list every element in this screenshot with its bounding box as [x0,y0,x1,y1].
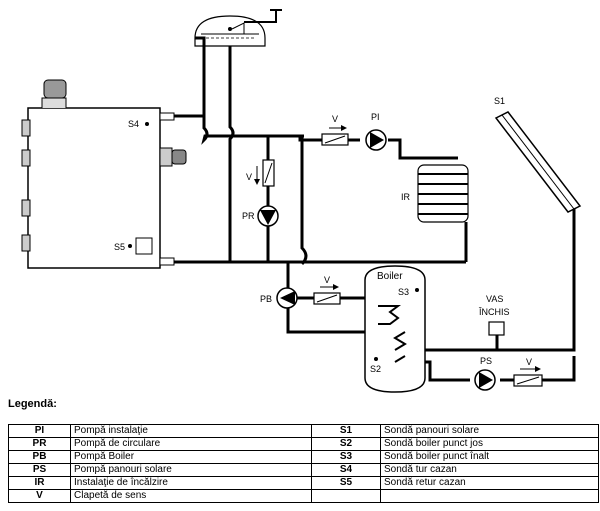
legend-cell-d2 [380,489,599,503]
label-ir: IR [401,192,411,202]
legend-cell-c2: S5 [311,476,381,490]
legend-cell-c2: S3 [311,450,381,464]
legend-cell-c1: PB [8,450,71,464]
legend-cell-c1: V [8,489,71,503]
label-v-ps: V [526,357,532,367]
label-s2: S2 [370,364,381,374]
label-boiler: Boiler [377,271,403,282]
legend-cell-c2: S2 [311,437,381,451]
heating-system-diagram: S4 S5 [21,9,582,393]
radiator [417,164,469,223]
label-s1: S1 [494,96,505,106]
label-pi: PI [371,112,380,122]
furnace [21,79,187,269]
legend-cell-d1: Pompă panouri solare [70,463,312,477]
label-pr: PR [242,211,255,221]
legend-cell-c1: PR [8,437,71,451]
legend-cell-d1: Pompă Boiler [70,450,312,464]
label-s4: S4 [128,119,139,129]
check-valve-ps [513,366,543,387]
label-ps: PS [480,356,492,366]
expansion-tank [194,9,282,47]
pump-pr [257,205,279,227]
legend-cell-c1: IR [8,476,71,490]
legend-cell-d1: Clapetă de sens [70,489,312,503]
check-valve-top [321,125,349,146]
legend-cell-d1: Pompă instalaţie [70,424,312,438]
legend-cell-d1: Pompă de circulare [70,437,312,451]
label-v-top: V [332,114,338,124]
closed-expansion-vessel [488,321,505,336]
legend-cell-c2: S4 [311,463,381,477]
label-s5: S5 [114,242,125,252]
legend-cell-c2: S1 [311,424,381,438]
legend-cell-d2: Sondă boiler punct jos [380,437,599,451]
pump-pi [365,129,387,151]
legend-cell-d2: Sondă retur cazan [380,476,599,490]
label-inchis: ÎNCHIS [478,307,510,317]
legend-cell-c1: PI [8,424,71,438]
legend-cell-d2: Sondă boiler punct înalt [380,450,599,464]
label-v-pb: V [324,275,330,285]
legend-cell-d1: Instalaţie de încălzire [70,476,312,490]
label-v-pr: V [246,172,252,182]
legend-cell-c1: PS [8,463,71,477]
check-valve-pb [313,284,341,305]
solar-panel [494,111,582,213]
pump-pb [276,287,298,309]
legend-cell-c2 [311,489,381,503]
legend-cell-d2: Sondă panouri solare [380,424,599,438]
legend-title: Legendă: [8,398,57,410]
pump-ps [474,369,496,391]
label-vas: VAS [486,294,503,304]
legend-cell-d2: Sondă tur cazan [380,463,599,477]
check-valve-pr [254,159,275,187]
label-s3: S3 [398,287,409,297]
label-pb: PB [260,294,272,304]
boiler-tank [364,265,426,393]
